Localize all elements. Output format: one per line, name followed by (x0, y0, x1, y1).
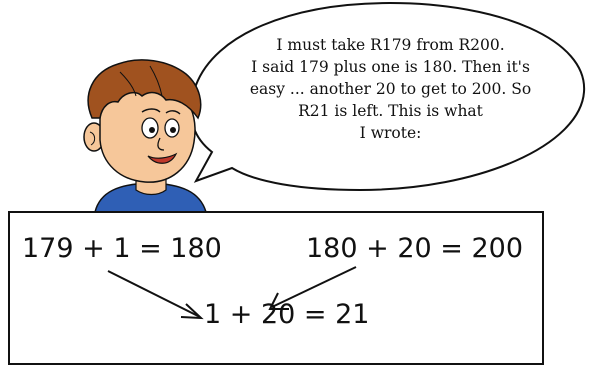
arrow-icon (270, 267, 356, 309)
speech-line-4: R21 is left. This is what (218, 100, 563, 122)
speech-line-2: I said 179 plus one is 180. Then it's (218, 56, 563, 78)
speech-line-3: easy ... another 20 to get to 200. So (218, 78, 563, 100)
working-board: 179 + 1 = 180 180 + 20 = 200 1 + 20 = 21 (8, 211, 544, 365)
arrow-icon (108, 271, 201, 318)
speech-line-1: I must take R179 from R200. (218, 34, 563, 56)
boy-character-icon (84, 60, 206, 212)
speech-line-5: I wrote: (218, 122, 563, 144)
speech-bubble-text: I must take R179 from R200. I said 179 p… (218, 34, 563, 144)
arrows (10, 213, 542, 363)
